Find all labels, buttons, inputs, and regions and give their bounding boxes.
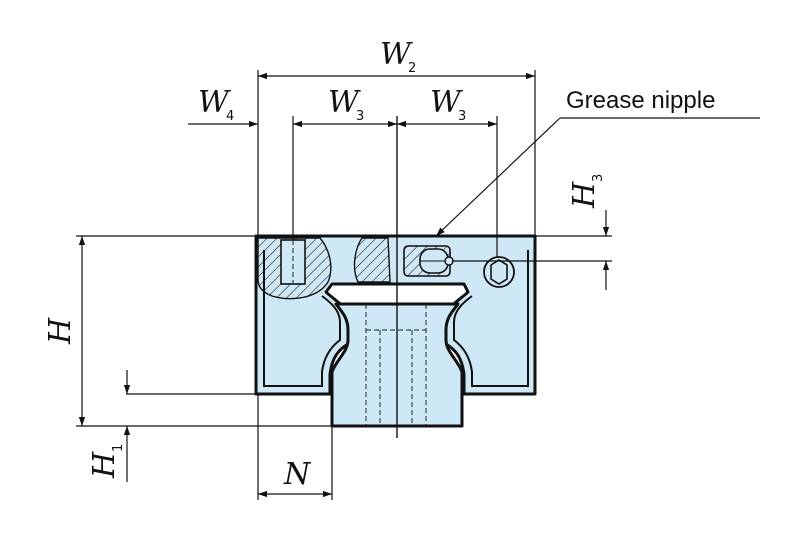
svg-text:1: 1 xyxy=(111,444,126,452)
dim-label-h3: H 3 xyxy=(567,174,606,209)
svg-text:W: W xyxy=(198,85,231,120)
svg-text:3: 3 xyxy=(458,109,466,124)
dim-label-w3-left: W 3 xyxy=(328,85,364,124)
svg-text:W: W xyxy=(380,37,413,72)
svg-text:2: 2 xyxy=(408,61,416,76)
svg-text:H: H xyxy=(87,451,122,479)
carriage-seal-line xyxy=(263,250,529,387)
dimension-lines xyxy=(78,72,760,498)
svg-text:W: W xyxy=(328,85,361,120)
dim-label-h1: H 1 xyxy=(87,444,126,479)
left-bolt-hole xyxy=(280,239,306,285)
svg-text:H: H xyxy=(567,181,602,209)
dim-label-w4: W 4 xyxy=(198,85,234,124)
svg-text:H: H xyxy=(43,317,78,345)
svg-text:3: 3 xyxy=(591,174,606,182)
carriage-block xyxy=(254,234,537,396)
dim-label-w2: W 2 xyxy=(380,37,416,76)
guide-rail xyxy=(330,116,464,438)
grease-nipple-label: Grease nipple xyxy=(566,87,715,114)
extension-lines xyxy=(76,70,612,500)
dim-label-h: H xyxy=(43,317,78,345)
svg-text:N: N xyxy=(283,457,312,492)
svg-text:4: 4 xyxy=(226,109,234,124)
socket-screw-icon xyxy=(483,256,515,288)
dim-label-n: N xyxy=(283,457,312,492)
svg-text:3: 3 xyxy=(356,109,364,124)
center-section-hatch xyxy=(353,237,391,283)
grease-nipple xyxy=(403,245,454,277)
svg-text:W: W xyxy=(430,85,463,120)
dim-label-w3-right: W 3 xyxy=(430,85,466,124)
